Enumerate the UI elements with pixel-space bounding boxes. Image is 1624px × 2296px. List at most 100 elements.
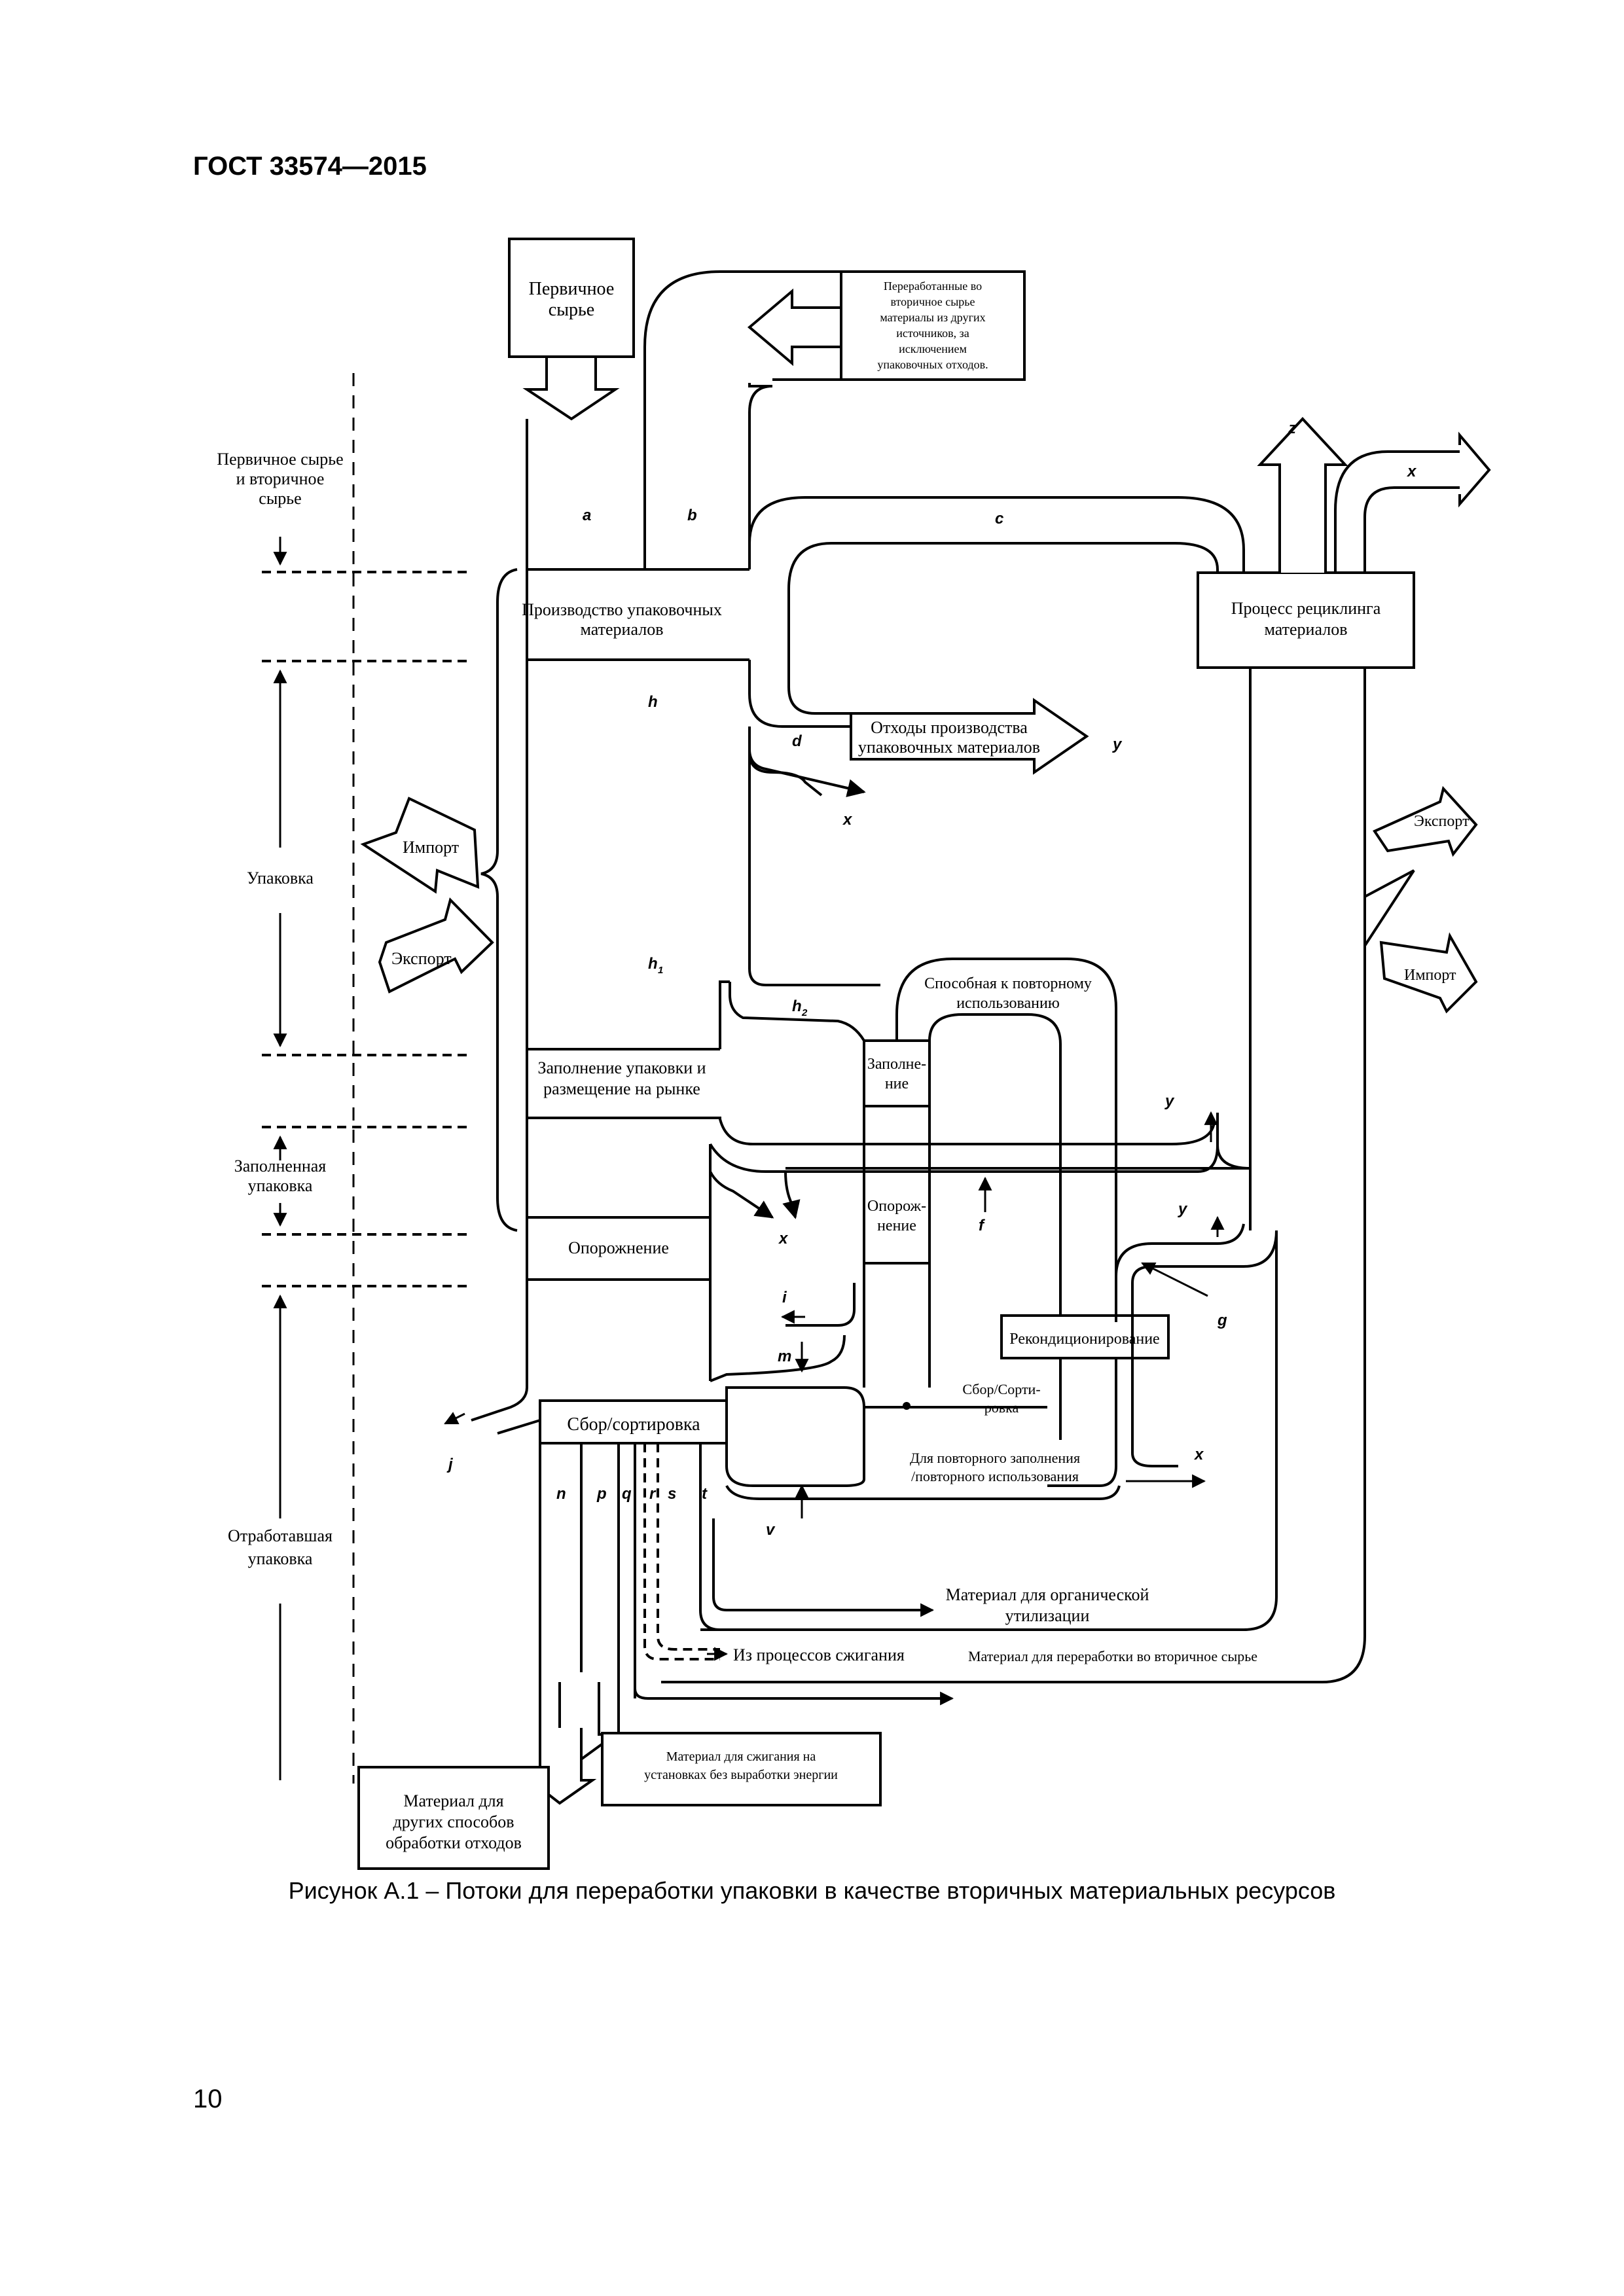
- g-channel: [1131, 1230, 1278, 1453]
- flow-m-path: [710, 1335, 846, 1382]
- out-q-path: [634, 1688, 949, 1700]
- flow-letter-r: r: [649, 1485, 657, 1503]
- stage-raw-line2: и вторичное: [236, 469, 325, 488]
- page-number: 10: [193, 2085, 223, 2113]
- flow-j-outer: [471, 1387, 528, 1422]
- reconditioning-up: [1115, 1223, 1245, 1322]
- production-waste-line2: упаковочных материалов: [858, 738, 1040, 757]
- emptying-label: Опорожнение: [568, 1238, 669, 1257]
- production-waste-line1: Отходы производства: [871, 718, 1028, 737]
- reusable-loop-outer: [895, 958, 1117, 1487]
- flow-i-path: [785, 1283, 856, 1327]
- reconditioning-label: Реконди­ционирование: [1009, 1331, 1159, 1348]
- flow-x-filled-arrow: [709, 1171, 774, 1219]
- flow-letter-h2-sub: 2: [801, 1007, 808, 1018]
- reempty-line1: Опорож-: [867, 1198, 926, 1215]
- flow-c-inner: [787, 542, 1219, 661]
- burn-no-energy-box: [601, 1732, 882, 1806]
- flow-letter-a: a: [583, 507, 591, 524]
- filling-h-junction: [719, 980, 730, 1049]
- flow-letter-x-top: x: [1406, 463, 1417, 480]
- document-header: ГОСТ 33574—2015: [193, 152, 427, 181]
- reconditioning-box: [1000, 1314, 1170, 1359]
- stage-scale: [262, 373, 471, 1784]
- refill-reuse-bottom: [725, 1484, 1121, 1500]
- stage-packaging: Упаковка: [247, 869, 314, 888]
- flow-letter-i: i: [782, 1289, 787, 1306]
- refill-reuse-line2: /повторного использования: [911, 1468, 1079, 1484]
- stage-brace: [480, 568, 518, 1232]
- import-label-right: Импорт: [1404, 967, 1456, 984]
- out-t-left: [699, 1443, 721, 1631]
- stage-filled-line1: Заполненная: [234, 1157, 327, 1175]
- flow-letter-t: t: [702, 1485, 708, 1503]
- production-waste-arrow: [850, 698, 1089, 775]
- x-lower-stub: [1131, 1452, 1178, 1467]
- flow-letter-h1: h: [648, 955, 658, 973]
- recycled-other-line2: вторичное сырье: [891, 295, 975, 308]
- burn-no-energy-line2: установках без выработки энергии: [644, 1768, 838, 1782]
- recycling-process-box: [1197, 571, 1415, 669]
- recycled-other-line5: исключением: [899, 342, 967, 355]
- refill-reuse-line1: Для повторного заполнения: [910, 1450, 1080, 1466]
- flow-letter-y-lower: y: [1178, 1200, 1188, 1218]
- flow-letter-q: q: [622, 1485, 632, 1503]
- organic-line1: Материал для органической: [946, 1585, 1149, 1604]
- flow-d-outer: [748, 660, 851, 728]
- import-arrow-right: [1379, 932, 1478, 1014]
- flow-b-outer: [643, 270, 721, 569]
- out-r-dashed: [643, 1443, 720, 1660]
- organic-line2: утилизации: [1005, 1606, 1090, 1625]
- flow-letter-y-mid: y: [1164, 1092, 1175, 1110]
- recycled-other-line6: упаковочных отходов.: [877, 358, 988, 371]
- other-treatment-line1: Материал для: [403, 1791, 503, 1810]
- other-treatment-line2: других способов: [393, 1812, 514, 1831]
- flow-letter-v: v: [766, 1521, 776, 1539]
- filling-line2: размещение на рынке: [543, 1079, 700, 1098]
- flow-d-x-stub: [748, 726, 823, 797]
- flow-letter-f: f: [979, 1217, 985, 1234]
- recycled-other-box: [840, 270, 1026, 381]
- stage-filled-line2: упаковка: [248, 1176, 313, 1195]
- h2-top: [748, 968, 880, 986]
- flow-letter-z: z: [1288, 420, 1296, 437]
- refill-line2: ние: [885, 1075, 909, 1092]
- primary-raw-box: [508, 238, 635, 358]
- stage-spent-line2: упаковка: [248, 1549, 313, 1568]
- reusable-loop-inner: [928, 1013, 1062, 1440]
- flow-j-inner: [497, 1419, 541, 1435]
- out-organic: [712, 1518, 923, 1611]
- collect-sort2-line1: Сбор/Сорти-: [962, 1381, 1040, 1397]
- junction-right: [1363, 869, 1415, 950]
- recycled-other-line3: материалы из других: [880, 311, 985, 324]
- out-s-dashed: [657, 1443, 720, 1651]
- flow-letter-x-d: x: [842, 811, 853, 829]
- flow-letter-b: b: [687, 507, 697, 524]
- primary-raw-line1: Первичное: [529, 279, 615, 299]
- flow-letter-g: g: [1217, 1312, 1227, 1329]
- recycled-other-line4: источников, за: [896, 327, 969, 340]
- other-treatment-line3: обработки отходов: [386, 1833, 522, 1852]
- export-label-right: Экспорт: [1414, 813, 1470, 830]
- flow-x-top-inner: [1363, 486, 1460, 573]
- flow-x-filled-arrow2: [782, 1171, 801, 1219]
- flow-letter-y-top: y: [1112, 736, 1123, 753]
- flow-letter-p: p: [596, 1485, 607, 1503]
- other-treatment-box: [357, 1766, 550, 1870]
- production-line1: Производство упаковочных: [522, 600, 722, 619]
- recycled-other-line1: Переработанные во: [884, 279, 982, 293]
- stage-raw-line1: Первичное сырье: [217, 450, 343, 469]
- flow-letter-x-lower: x: [1193, 1446, 1204, 1463]
- flow-x-top-outer: [1334, 450, 1460, 573]
- secondary-raw-inner: [700, 1230, 1278, 1631]
- export-arrow-right: [1373, 785, 1478, 857]
- filling-line1: Заполнение упаковки и: [537, 1058, 706, 1077]
- sort2-dot: [903, 1402, 911, 1410]
- filled-return-outer: [710, 1117, 1216, 1145]
- incineration-label: Из процессов сжигания: [733, 1645, 905, 1664]
- import-label-left: Импорт: [403, 838, 459, 857]
- flow-b-inner: [748, 383, 773, 569]
- burn-no-energy-line1: Материал для сжигания на: [666, 1749, 816, 1764]
